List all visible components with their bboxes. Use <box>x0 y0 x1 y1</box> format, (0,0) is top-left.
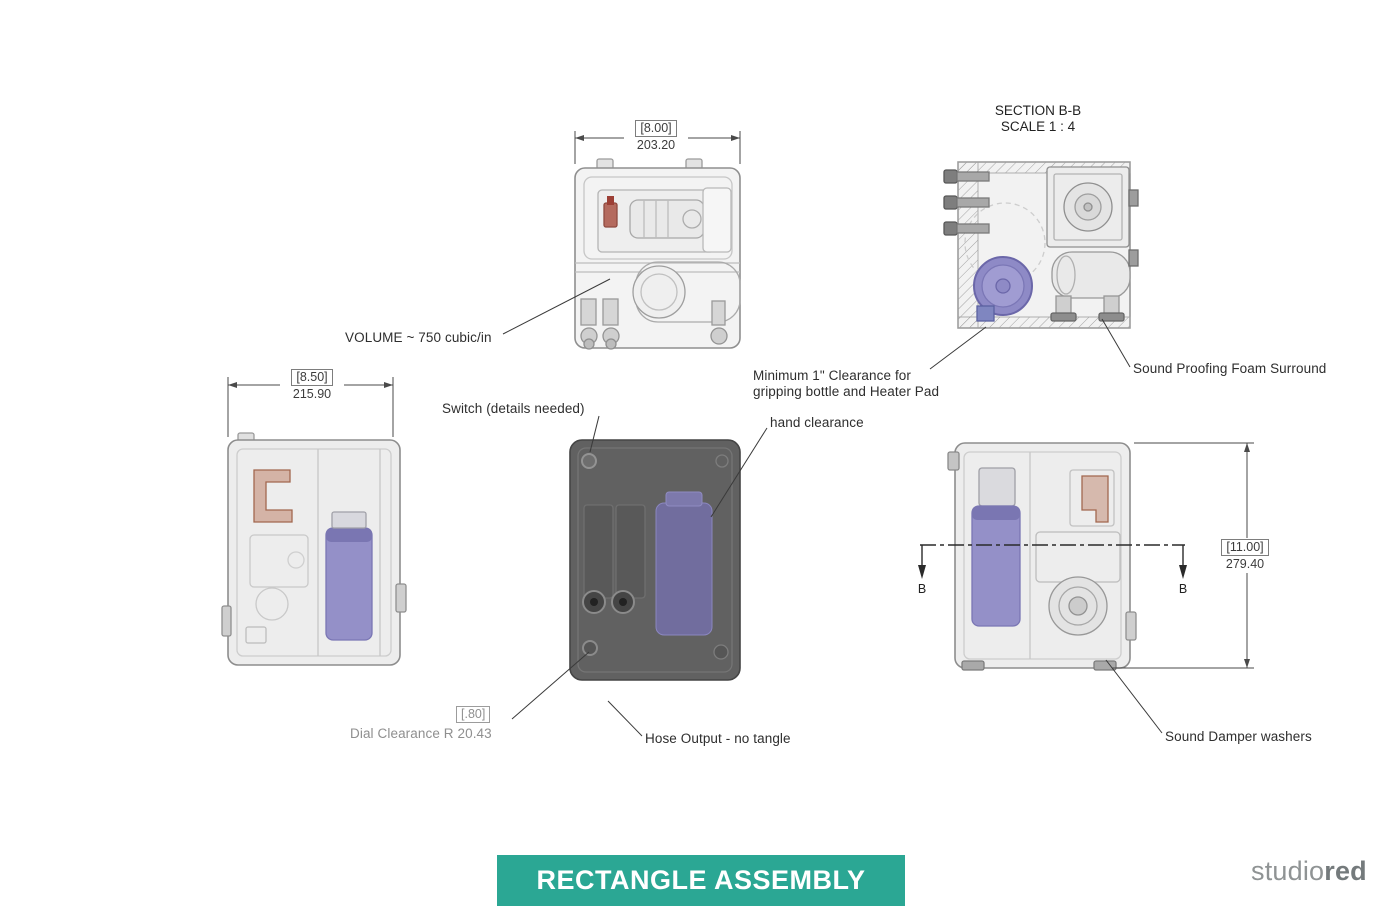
section-marker-left: B <box>917 582 927 596</box>
dim-side-width: [8.50] 215.90 <box>280 368 344 403</box>
title-banner: RECTANGLE ASSEMBLY <box>497 855 905 906</box>
hose-output-leader <box>607 700 643 737</box>
switch-label: Switch (details needed) <box>442 401 585 416</box>
dim-height: [11.00] 279.40 <box>1211 538 1279 573</box>
section-title-line: SECTION B-B <box>994 103 1082 118</box>
left-side-view-drawing <box>221 432 407 666</box>
section-marker-right: B <box>1178 582 1188 596</box>
valve-red <box>603 202 618 228</box>
min-clearance-leader <box>929 326 987 370</box>
dim-height-ref: [11.00] <box>1221 539 1269 556</box>
section-view-drawing <box>943 161 1139 329</box>
switch-leader <box>589 415 600 453</box>
studiored-logo: studiored <box>1251 856 1367 887</box>
top-view-drawing <box>574 158 741 350</box>
section-cut-line <box>918 544 1187 579</box>
right-side-view-drawing <box>947 442 1137 671</box>
damper-foot <box>961 660 985 671</box>
min-clearance-line2: gripping bottle and Heater Pad <box>753 384 940 399</box>
dim-height-mm: 279.40 <box>1225 557 1265 571</box>
dim-side-width-ref: [8.50] <box>291 369 333 386</box>
volume-label: VOLUME ~ 750 cubic/in <box>345 330 492 345</box>
bottle <box>655 502 713 636</box>
dim-top-width-mm: 203.20 <box>636 138 676 152</box>
hose-output-label: Hose Output - no tangle <box>645 731 791 746</box>
damper-foot <box>1093 660 1117 671</box>
section-scale-line: SCALE 1 : 4 <box>1000 119 1076 134</box>
page-title: RECTANGLE ASSEMBLY <box>536 865 866 895</box>
sound-damper-label: Sound Damper washers <box>1165 729 1312 744</box>
dim-side-width-mm: 215.90 <box>292 387 332 401</box>
leader-lines <box>502 278 1163 737</box>
logo-studio-text: studio <box>1251 856 1325 886</box>
switch <box>581 453 597 469</box>
pump-cylinder <box>1051 251 1131 299</box>
foam-hatch-bottom <box>957 316 1131 329</box>
foam-hatch-top <box>957 161 1131 174</box>
foam-hatch-left <box>957 161 979 329</box>
copper-bracket <box>253 469 293 523</box>
inlet-bolts <box>943 169 990 236</box>
dial-clearance-label: Dial Clearance R 20.43 <box>350 726 492 741</box>
hand-clearance-leader <box>710 427 768 518</box>
dial-clearance-leader <box>511 651 590 720</box>
sound-proofing-leader <box>1101 318 1131 368</box>
copper-bracket <box>1081 475 1109 523</box>
heater-pad-fitting <box>976 305 995 322</box>
front-view-drawing <box>569 439 741 681</box>
dim-top-width-ref: [8.00] <box>635 120 677 137</box>
dial-clearance-ref-box: [.80] <box>456 706 491 723</box>
min-clearance-line1: Minimum 1" Clearance for <box>753 368 911 383</box>
min-clearance-label: Minimum 1" Clearance for gripping bottle… <box>753 368 939 400</box>
sound-damper-leader <box>1105 659 1163 734</box>
volume-leader <box>502 278 611 335</box>
section-view-title: SECTION B-B SCALE 1 : 4 <box>958 103 1118 135</box>
logo-red-text: red <box>1324 856 1367 886</box>
bottle <box>325 527 373 641</box>
motor-top <box>629 199 705 239</box>
sound-proofing-label: Sound Proofing Foam Surround <box>1133 361 1327 376</box>
hand-clearance-label: hand clearance <box>770 415 864 430</box>
dial <box>582 640 598 656</box>
dim-top-width: [8.00] 203.20 <box>624 119 688 154</box>
bottle <box>971 505 1021 627</box>
